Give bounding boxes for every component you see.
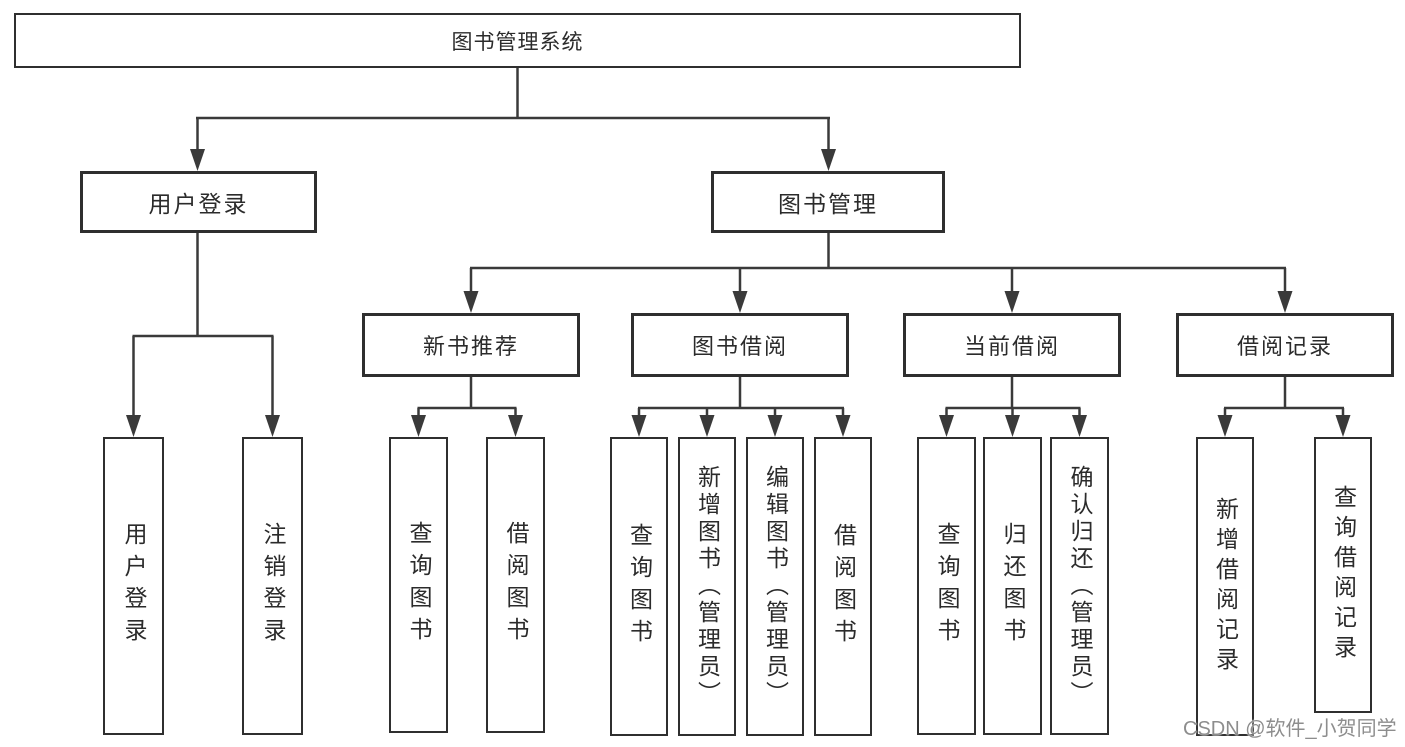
leaf-label: 用户登录 — [121, 522, 147, 650]
node-new-book-recommendation: 新书推荐 — [362, 313, 580, 377]
csdn-watermark: CSDN @软件_小贺同学 — [1183, 718, 1397, 740]
leaf-label: 借阅图书 — [503, 521, 529, 649]
node-user-login: 用户登录 — [80, 171, 317, 233]
node-current-borrowing: 当前借阅 — [903, 313, 1121, 377]
node-book-borrowing: 图书借阅 — [631, 313, 849, 377]
node-leaf-query-books-rec: 查询图书 — [389, 437, 448, 733]
node-leaf-return-books: 归还图书 — [983, 437, 1042, 735]
node-library-management-system: 图书管理系统 — [14, 13, 1021, 68]
leaf-label: 归还图书 — [1000, 522, 1026, 650]
node-leaf-confirm-return-admin: 确认归还（管理员） — [1050, 437, 1109, 735]
node-leaf-query-books-cb: 查询图书 — [917, 437, 976, 735]
node-leaf-edit-books-admin: 编辑图书（管理员） — [746, 437, 804, 736]
node-leaf-user-login: 用户登录 — [103, 437, 164, 735]
node-leaf-query-books-bb: 查询图书 — [610, 437, 668, 736]
node-leaf-query-borrow-record: 查询借阅记录 — [1314, 437, 1372, 713]
node-book-management: 图书管理 — [711, 171, 945, 233]
leaf-label: 查询借阅记录 — [1330, 485, 1357, 665]
node-leaf-borrow-books-bb: 借阅图书 — [814, 437, 872, 736]
leaf-label: 新增借阅记录 — [1212, 496, 1239, 677]
node-leaf-logout: 注销登录 — [242, 437, 303, 735]
node-leaf-borrow-books-rec: 借阅图书 — [486, 437, 545, 733]
node-borrowing-records: 借阅记录 — [1176, 313, 1394, 377]
leaf-label: 编辑图书（管理员） — [762, 465, 789, 708]
leaf-label: 新增图书（管理员） — [694, 465, 721, 708]
node-leaf-add-borrow-record: 新增借阅记录 — [1196, 437, 1254, 736]
leaf-label: 查询图书 — [406, 521, 432, 649]
leaf-label: 确认归还（管理员） — [1067, 464, 1093, 708]
leaf-label: 查询图书 — [934, 522, 960, 650]
leaf-label: 注销登录 — [260, 522, 286, 650]
node-leaf-add-books-admin: 新增图书（管理员） — [678, 437, 736, 736]
leaf-label: 查询图书 — [626, 522, 653, 651]
leaf-label: 借阅图书 — [830, 522, 857, 651]
